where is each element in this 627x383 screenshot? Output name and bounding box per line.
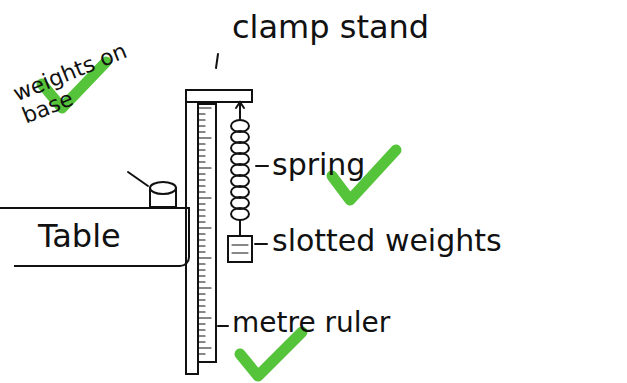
- weight-slot: [232, 253, 248, 254]
- table-label: Table: [38, 219, 174, 254]
- table-box: Table: [14, 207, 190, 267]
- metre-ruler: [198, 104, 216, 362]
- part-label: weights on base: [10, 28, 167, 129]
- leader-line: [216, 54, 218, 68]
- base-weight: [150, 182, 176, 194]
- weight-hook: [239, 220, 241, 236]
- spring-coils: [231, 120, 249, 220]
- part-label: slotted weights: [272, 224, 502, 257]
- leader-line: [256, 165, 268, 167]
- spring-coil: [231, 208, 249, 220]
- part-label: metre ruler: [232, 308, 390, 339]
- leader-line: [128, 172, 148, 186]
- part-label: clamp stand: [232, 10, 429, 45]
- clamp-arm: [186, 90, 252, 102]
- slotted-weight: [228, 236, 252, 262]
- leader-line: [218, 325, 228, 327]
- weight-slot: [232, 245, 248, 246]
- ruler-ticks: [198, 108, 211, 354]
- part-label: spring: [272, 148, 365, 181]
- leader-line: [255, 243, 267, 245]
- stand-pole: [186, 102, 198, 374]
- spring-hook: [236, 102, 244, 108]
